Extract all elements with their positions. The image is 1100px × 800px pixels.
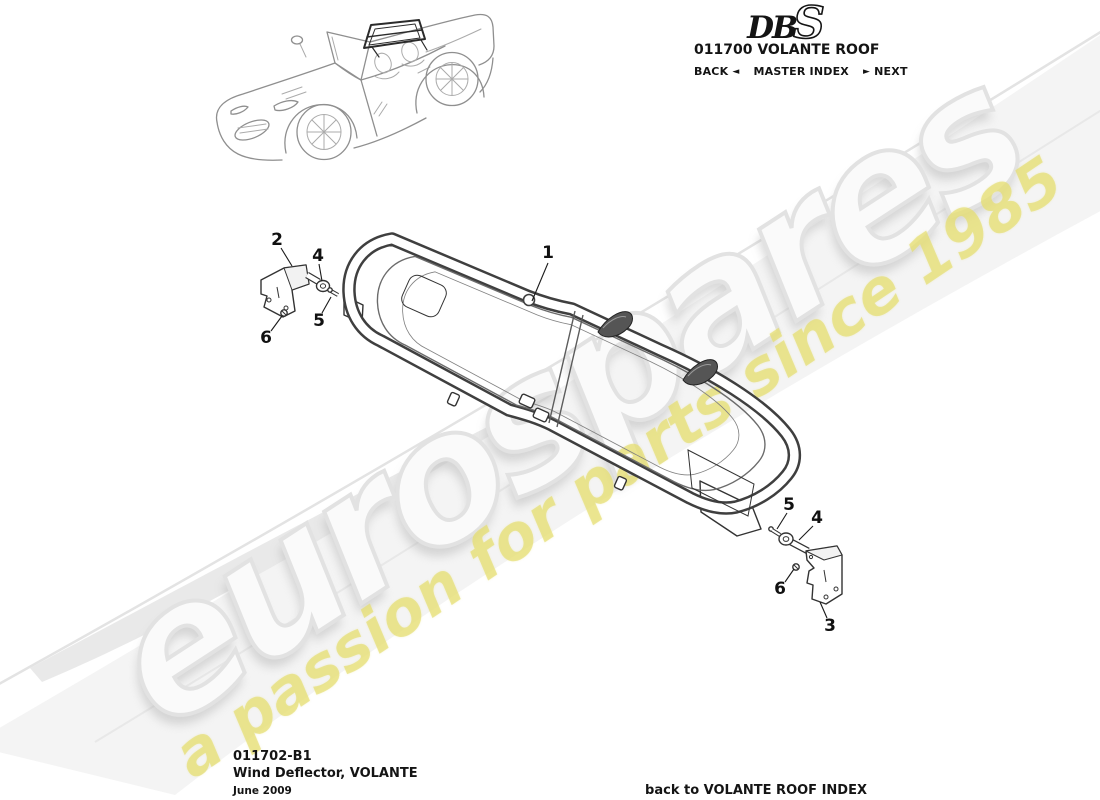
frame-fold-divider [548, 310, 584, 428]
callout-leader-3 [819, 601, 828, 619]
callout-leader-4 [318, 263, 323, 282]
wind-deflector-frame-part-1 [344, 239, 794, 537]
callout-leader-6 [784, 568, 795, 583]
frame-foot-right [613, 475, 628, 491]
frame-mesh-pocket [401, 274, 447, 318]
frame-top-hinge [522, 293, 536, 307]
pin-part-5-right [768, 526, 782, 537]
vehicle-thumbnail [215, 13, 495, 161]
next-arrow-icon: ► [862, 67, 871, 77]
bracket-part-3 [805, 545, 843, 605]
car-wind-deflector-highlight [363, 19, 428, 58]
callout-number-4: 4 [312, 246, 324, 266]
callout-number-6: 6 [260, 328, 272, 348]
nav-master-index-link[interactable]: MASTER INDEX [753, 65, 849, 78]
callout-number-1: 1 [542, 243, 554, 263]
header-block: DBS 011700 VOLANTE ROOF BACK ◄ MASTER IND… [694, 0, 907, 78]
pin-part-5-left [327, 287, 339, 297]
callout-number-6: 6 [774, 579, 786, 599]
bolt-part-4-left [305, 271, 331, 293]
nav-next-link[interactable]: ► NEXT [862, 65, 908, 78]
bracket-part-2 [260, 264, 310, 318]
back-to-index-link[interactable]: back to VOLANTE ROOF INDEX [645, 783, 867, 798]
callout-number-3: 3 [824, 616, 836, 636]
frame-right-panel [687, 449, 755, 517]
frame-foot-left [446, 391, 461, 407]
back-arrow-icon: ◄ [732, 67, 740, 77]
header-nav: BACK ◄ MASTER INDEX ► NEXT [694, 65, 907, 78]
frame-latch-flap [682, 359, 718, 386]
part-number: 011702-B1 [233, 749, 312, 764]
car-body-outline [215, 13, 495, 161]
car-wheels [296, 51, 479, 161]
dbs-logo-db: DB [747, 10, 798, 46]
frame-bottom-latch [518, 393, 550, 423]
dbs-logo-s: S [792, 0, 825, 49]
callout-number-5: 5 [783, 495, 795, 515]
callout-leader-5 [321, 296, 332, 314]
callout-leader-2 [280, 247, 293, 267]
bolt-part-4-right [778, 532, 810, 555]
part-name: Wind Deflector, VOLANTE [233, 765, 418, 781]
screw-part-6-left [280, 309, 288, 317]
car-cockpit [373, 41, 425, 80]
callout-number-2: 2 [271, 230, 283, 250]
callout-number-4: 4 [811, 508, 823, 528]
nav-back-link[interactable]: BACK ◄ [694, 65, 740, 78]
page-title: 011700 VOLANTE ROOF [694, 42, 880, 58]
callout-leader-5 [776, 512, 788, 530]
catalog-date: June 2009 [233, 784, 292, 797]
callout-leader-4 [798, 525, 814, 541]
callout-leader-1 [531, 262, 549, 302]
frame-latch-flap [597, 311, 633, 338]
screw-part-6-right [792, 563, 800, 571]
callout-number-5: 5 [313, 311, 325, 331]
dbs-logo: DBS [694, 0, 878, 49]
callout-leader-6 [270, 315, 283, 332]
footer-part-info: 011702-B1 Wind Deflector, VOLANTE June 2… [233, 749, 418, 798]
